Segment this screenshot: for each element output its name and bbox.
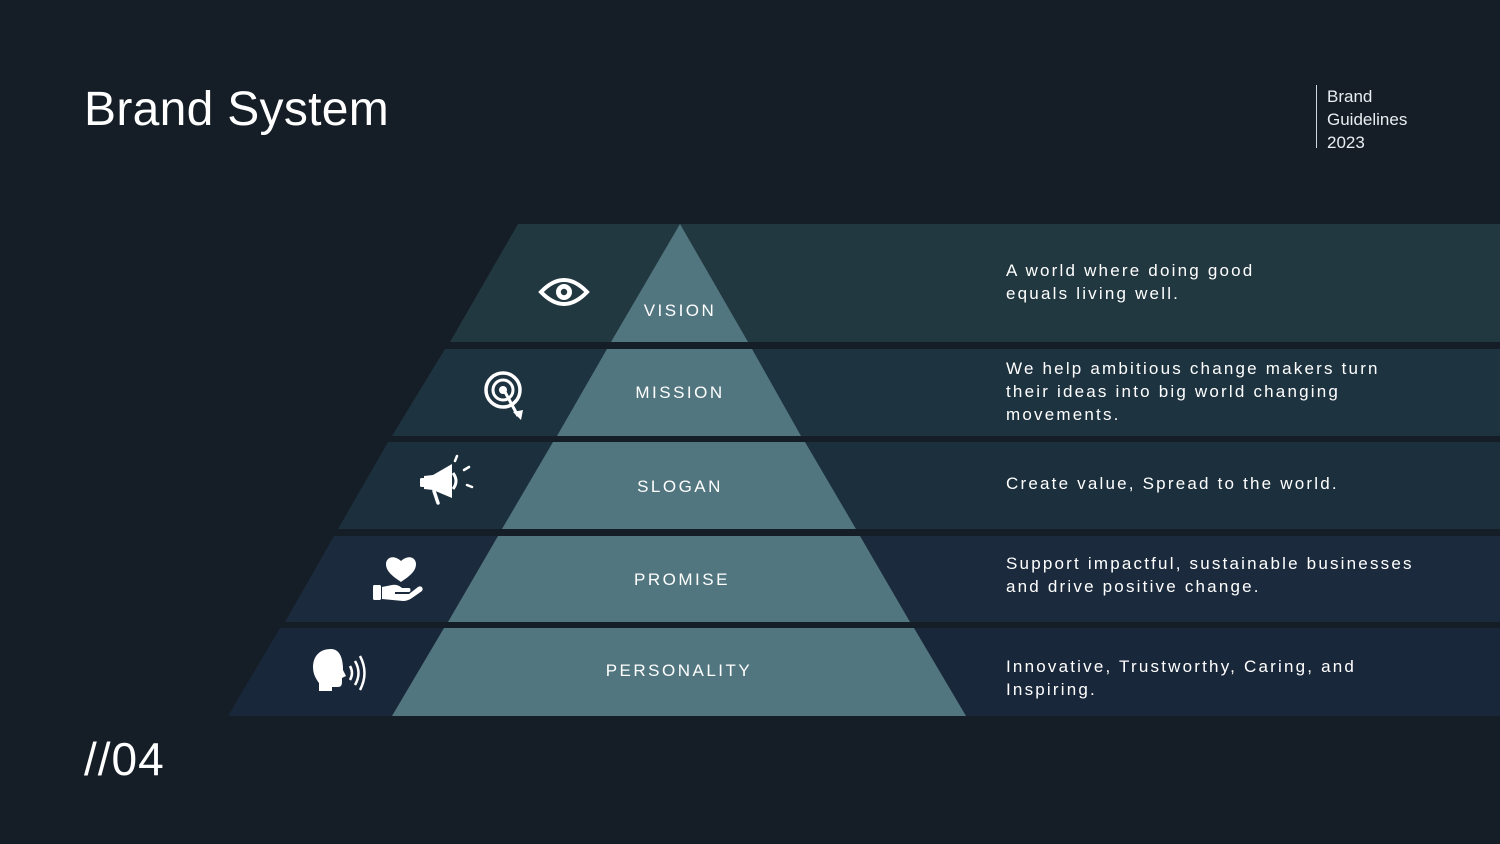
eye-icon — [538, 278, 590, 306]
description-line: their ideas into big world changing — [1006, 382, 1341, 401]
pyramid-vision — [611, 224, 748, 342]
description-line: A world where doing good — [1006, 261, 1255, 280]
tier-description-mission: We help ambitious change makers turn the… — [1006, 357, 1476, 426]
page-title: Brand System — [84, 83, 390, 136]
page-number: //04 — [84, 733, 165, 785]
meta-line-2: Guidelines — [1327, 110, 1408, 129]
tier-label-personality: PERSONALITY — [606, 661, 753, 680]
tier-description-vision: A world where doing good equals living w… — [1006, 259, 1476, 305]
target-icon — [484, 371, 523, 420]
tier-label-slogan: SLOGAN — [637, 477, 723, 496]
tier-label-vision: VISION — [644, 301, 717, 320]
description-line: equals living well. — [1006, 284, 1181, 303]
meta-line-3: 2023 — [1327, 133, 1365, 152]
description-line: Create value, Spread to the world. — [1006, 474, 1339, 493]
megaphone-icon — [420, 454, 474, 505]
pyramid-promise — [448, 536, 910, 622]
description-line: We help ambitious change makers turn — [1006, 359, 1380, 378]
description-line: Inspiring. — [1006, 680, 1097, 699]
pyramid-mission — [557, 349, 801, 436]
description-line: and drive positive change. — [1006, 577, 1261, 596]
description-line: Support impactful, sustainable businesse… — [1006, 554, 1414, 573]
description-line: Innovative, Trustworthy, Caring, and — [1006, 657, 1357, 676]
pyramid-slogan — [502, 442, 856, 529]
description-line: movements. — [1006, 405, 1121, 424]
tier-description-promise: Support impactful, sustainable businesse… — [1006, 552, 1476, 598]
tier-label-mission: MISSION — [635, 383, 724, 402]
tier-label-promise: PROMISE — [634, 570, 730, 589]
meta-line-1: Brand — [1327, 87, 1373, 106]
tier-description-personality: Innovative, Trustworthy, Caring, and Ins… — [1006, 655, 1476, 701]
heart-hand-icon — [373, 557, 423, 601]
pyramid-personality — [392, 628, 966, 716]
brand-guidelines-label: Brand Guidelines 2023 — [1316, 85, 1408, 152]
speaking-head-icon — [313, 649, 366, 691]
tier-description-slogan: Create value, Spread to the world. — [1006, 472, 1476, 495]
